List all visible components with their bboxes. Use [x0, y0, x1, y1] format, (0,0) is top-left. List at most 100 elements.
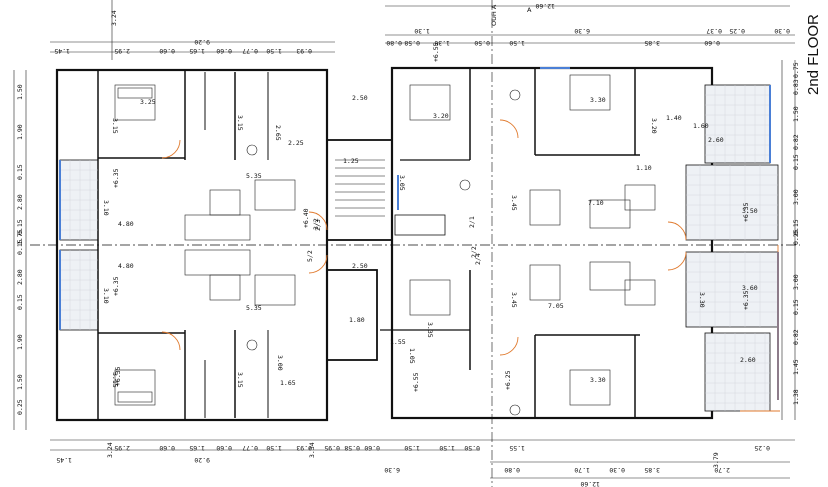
- room-dimension-label: 4.80: [118, 262, 134, 270]
- dimension-label: 0.25: [729, 27, 745, 35]
- room-dimension-label: 3.30: [698, 292, 706, 308]
- dimension-label: 0.60: [364, 444, 380, 452]
- section-mark: A: [527, 6, 532, 14]
- door-tag: 2/2: [470, 246, 478, 258]
- doors: [161, 119, 780, 412]
- dimension-label: 1.65: [189, 47, 205, 55]
- room-dimension-label: 3.15: [236, 372, 244, 388]
- door-tag: 2/4: [474, 253, 482, 265]
- room-dimension-label: 2.50: [352, 262, 368, 270]
- room-dimension-label: 4.80: [118, 220, 134, 228]
- dimension-label: 1.30: [434, 39, 450, 47]
- room-dimension-label: 1.25: [343, 157, 359, 165]
- dimension-label: 1.50: [266, 47, 282, 55]
- dimension-label: 1.75: [16, 229, 24, 245]
- room-dimension-label: 7.05: [548, 302, 564, 310]
- dimension-label: 0.15: [792, 299, 800, 315]
- level-mark: +6.25: [504, 370, 512, 390]
- dimension-label: 3.24: [106, 442, 114, 458]
- dimension-label: 0.15: [792, 154, 800, 170]
- room-dimension-label: 3.15: [236, 115, 244, 131]
- dimension-label: 3.79: [712, 452, 720, 468]
- dimension-label: 0.60: [159, 444, 175, 452]
- dimension-label: 3.85: [644, 466, 660, 474]
- dimension-label: 0.95: [324, 444, 340, 452]
- dimension-label: 0.25: [792, 229, 800, 245]
- dimension-label: 0.15: [16, 294, 24, 310]
- room-dimension-label: 1.80: [349, 316, 365, 324]
- dimension-label: 1.70: [574, 466, 590, 474]
- dimension-label: 0.15: [16, 239, 24, 255]
- level-mark: +6.55: [412, 372, 420, 392]
- room-dimension-label: 3.15: [111, 118, 119, 134]
- dimension-label: 9.20: [194, 38, 210, 46]
- room-dimension-label: 5.35: [246, 304, 262, 312]
- room-dimension-label: 1.40: [666, 114, 682, 122]
- room-dimension-label: 2.50: [352, 94, 368, 102]
- dimension-label: 0.60: [216, 444, 232, 452]
- dimension-label: 1.90: [16, 124, 24, 140]
- dimension-label: 6.30: [574, 27, 590, 35]
- door-tag: 2/3: [314, 219, 322, 231]
- right-furniture: [409, 74, 656, 416]
- dimension-label: 1.45: [54, 47, 70, 55]
- room-dimension-label: 2.60: [708, 136, 724, 144]
- dimension-label: 1.55: [509, 444, 525, 452]
- dimension-label: 2.70: [714, 466, 730, 474]
- dimension-label: 0.60: [159, 47, 175, 55]
- dimension-label: 12.60: [535, 2, 555, 10]
- left-balcony-grid: [60, 160, 98, 330]
- room-dimension-label: 3.60: [742, 284, 758, 292]
- dimension-label: 3.00: [792, 189, 800, 205]
- dimension-label: 0.82: [792, 329, 800, 345]
- room-dimension-label: 3.45: [510, 195, 518, 211]
- room-dimension-label: 1.05: [408, 348, 416, 364]
- room-dimension-label: 5.35: [246, 172, 262, 180]
- room-dimension-label: 3.05: [398, 175, 406, 191]
- dimension-label: 1.50: [509, 39, 525, 47]
- dimension-label: 0.93: [296, 47, 312, 55]
- dimension-label: 1.50: [16, 84, 24, 100]
- room-dimension-label: 3.15: [111, 372, 119, 388]
- dimension-label: 12.60: [580, 480, 600, 487]
- dimension-label: 0.83: [792, 79, 800, 95]
- room-dimension-label: 3.45: [510, 292, 518, 308]
- dimension-label: 0.77: [242, 444, 258, 452]
- dimension-label: 0.60: [704, 39, 720, 47]
- dimension-label: 0.75: [792, 62, 800, 78]
- top-dimension-lines: [50, 0, 795, 60]
- dimension-label: 1.50: [792, 106, 800, 122]
- room-dimension-label: 3.30: [590, 376, 606, 384]
- right-dimension-lines: [781, 60, 796, 420]
- dimension-label: 2.80: [16, 194, 24, 210]
- dimension-label: 3.00: [792, 274, 800, 290]
- dimension-label: 3.85: [644, 39, 660, 47]
- room-dimension-label: 3.00: [276, 355, 284, 371]
- level-mark: +6.40: [302, 208, 310, 228]
- door-tag: 2/1: [468, 216, 476, 228]
- floor-title: 2nd FLOOR: [805, 14, 822, 95]
- room-dimension-label: 1.65: [280, 379, 296, 387]
- dimension-label: 0.25: [754, 444, 770, 452]
- room-dimension-label: 3.30: [590, 96, 606, 104]
- level-mark: +6.35: [742, 202, 750, 222]
- dimension-label: 0.82: [792, 134, 800, 150]
- dimension-label: 1.45: [792, 359, 800, 375]
- dimension-label: 0.50: [464, 444, 480, 452]
- dimension-label: 0.50: [474, 39, 490, 47]
- room-dimension-label: 3.25: [140, 98, 156, 106]
- level-mark: +6.35: [114, 366, 122, 386]
- dimension-label: 1.50: [404, 444, 420, 452]
- dimension-label: 2.80: [16, 269, 24, 285]
- dimension-label: 1.50: [16, 374, 24, 390]
- bottom-dimension-lines: [50, 439, 795, 479]
- room-dimension-label: 1.60: [693, 122, 709, 130]
- room-dimension-label: 2.60: [740, 356, 756, 364]
- dimension-label: 1.65: [189, 444, 205, 452]
- room-dimension-label: 1.10: [636, 164, 652, 172]
- dimension-label: 3.34: [308, 442, 316, 458]
- dimension-label: 0.80: [386, 39, 402, 47]
- dimension-label: 6.30: [384, 466, 400, 474]
